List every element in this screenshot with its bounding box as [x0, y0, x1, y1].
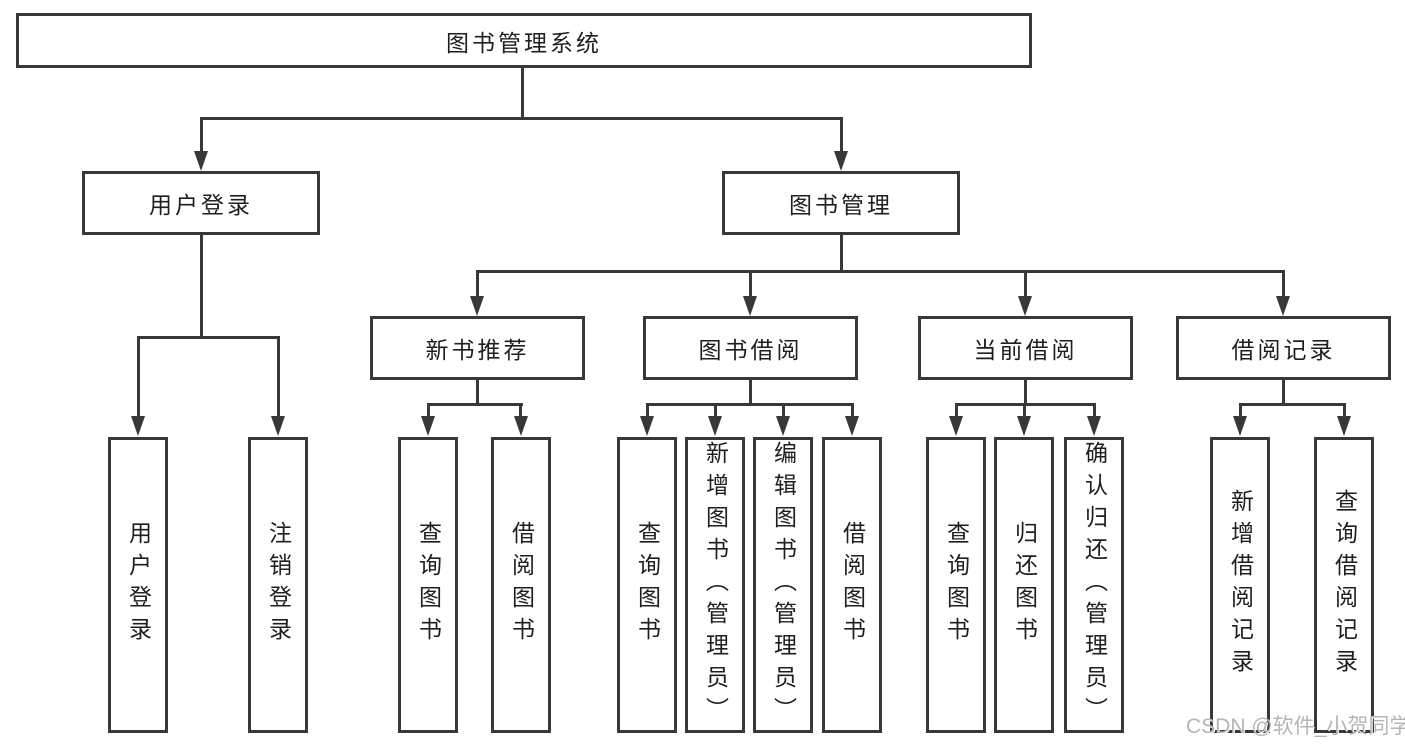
leaf-label: 归还图书	[1011, 521, 1038, 649]
leaf-label: 查询图书	[415, 521, 442, 649]
arrow-down-icon	[1233, 416, 1247, 436]
leaf-label: 新增借阅记录	[1227, 489, 1254, 681]
arrow-down-icon	[1337, 416, 1351, 436]
leaf-query-books-current: 查询图书	[926, 437, 986, 733]
arrow-down-icon	[776, 416, 790, 436]
connector-book-mgmt-bracket	[476, 270, 1285, 273]
connector-stem	[1024, 270, 1027, 296]
node-book-borrowing: 图书借阅	[643, 316, 858, 380]
arrow-down-icon	[743, 296, 757, 316]
node-library-management-system: 图书管理系统	[16, 13, 1032, 68]
leaf-edit-book-admin: 编辑图书（管理员）	[753, 437, 813, 733]
connector-stem	[1282, 270, 1285, 296]
connector-stem	[1282, 380, 1285, 406]
connector-stem	[1023, 403, 1026, 417]
leaf-label: 借阅图书	[839, 521, 866, 649]
arrow-down-icon	[1017, 416, 1031, 436]
connector-bracket	[646, 403, 854, 406]
node-label: 图书借阅	[698, 337, 803, 363]
node-label: 当前借阅	[973, 337, 1078, 363]
connector-stem	[476, 270, 479, 296]
leaf-query-borrow-record: 查询借阅记录	[1314, 437, 1374, 733]
connector-stem	[427, 403, 430, 417]
leaf-borrow-books-recommend: 借阅图书	[491, 437, 551, 733]
arrow-down-icon	[514, 416, 528, 436]
connector-stem	[749, 270, 752, 296]
arrow-down-icon	[1018, 296, 1032, 316]
connector-stem	[646, 403, 649, 417]
connector-stem	[1239, 403, 1242, 417]
connector-stem	[714, 403, 717, 417]
arrow-down-icon	[1087, 416, 1101, 436]
connector-root-stem	[521, 68, 524, 120]
leaf-label: 确认归还（管理员）	[1081, 441, 1108, 729]
leaf-label: 新增图书（管理员）	[702, 441, 729, 729]
arrow-down-icon	[640, 416, 654, 436]
connector-stem	[955, 403, 958, 417]
node-label: 图书管理	[789, 192, 893, 218]
arrow-down-icon	[708, 416, 722, 436]
leaf-return-book: 归还图书	[994, 437, 1054, 733]
leaf-user-login: 用户登录	[108, 437, 168, 733]
arrow-down-icon	[131, 416, 145, 436]
leaf-label: 查询图书	[634, 521, 661, 649]
node-new-book-recommendation: 新书推荐	[370, 316, 585, 380]
leaf-label: 借阅图书	[508, 521, 535, 649]
connector-stem	[1343, 403, 1346, 417]
leaf-query-books-recommend: 查询图书	[398, 437, 458, 733]
connector-stem	[519, 403, 522, 417]
connector-book-mgmt-stem	[840, 235, 843, 273]
leaf-borrow-books-borrowing: 借阅图书	[822, 437, 882, 733]
arrow-down-icon	[949, 416, 963, 436]
connector-stem	[277, 336, 280, 416]
node-label: 新书推荐	[425, 337, 530, 363]
leaf-query-books-borrowing: 查询图书	[617, 437, 677, 733]
leaf-add-book-admin: 新增图书（管理员）	[685, 437, 745, 733]
connector-user-login-bracket	[137, 336, 280, 339]
node-current-borrowing: 当前借阅	[918, 316, 1133, 380]
node-label: 图书管理系统	[446, 29, 602, 56]
arrow-down-icon	[845, 416, 859, 436]
connector-bracket	[1239, 403, 1346, 406]
node-book-management: 图书管理	[722, 171, 960, 235]
connector-stem	[476, 380, 479, 406]
arrow-down-icon	[834, 151, 848, 171]
leaf-label: 编辑图书（管理员）	[770, 441, 797, 729]
leaf-confirm-return-admin: 确认归还（管理员）	[1064, 437, 1124, 733]
leaf-label: 查询图书	[943, 521, 970, 649]
leaf-label: 查询借阅记录	[1331, 489, 1358, 681]
csdn-watermark: CSDN @软件_小贺同学	[1186, 715, 1405, 738]
node-label: 借阅记录	[1231, 337, 1336, 363]
node-borrowing-records: 借阅记录	[1176, 316, 1391, 380]
connector-stem	[851, 403, 854, 417]
arrow-down-icon	[470, 296, 484, 316]
arrow-down-icon	[271, 416, 285, 436]
connector-stem	[749, 380, 752, 406]
connector-bracket	[427, 403, 523, 406]
leaf-label: 注销登录	[265, 521, 292, 649]
connector-stem	[782, 403, 785, 417]
node-label: 用户登录	[149, 192, 253, 218]
node-user-login: 用户登录	[82, 171, 320, 235]
arrow-down-icon	[194, 151, 208, 171]
leaf-label: 用户登录	[125, 521, 152, 649]
leaf-add-borrow-record: 新增借阅记录	[1210, 437, 1270, 733]
connector-stem	[1024, 380, 1027, 406]
leaf-logout: 注销登录	[248, 437, 308, 733]
connector-stem	[840, 117, 843, 152]
arrow-down-icon	[1276, 296, 1290, 316]
connector-root-bracket	[200, 117, 843, 120]
connector-stem	[200, 117, 203, 152]
connector-stem	[1093, 403, 1096, 417]
connector-user-login-stem	[200, 235, 203, 338]
connector-stem	[137, 336, 140, 416]
arrow-down-icon	[421, 416, 435, 436]
